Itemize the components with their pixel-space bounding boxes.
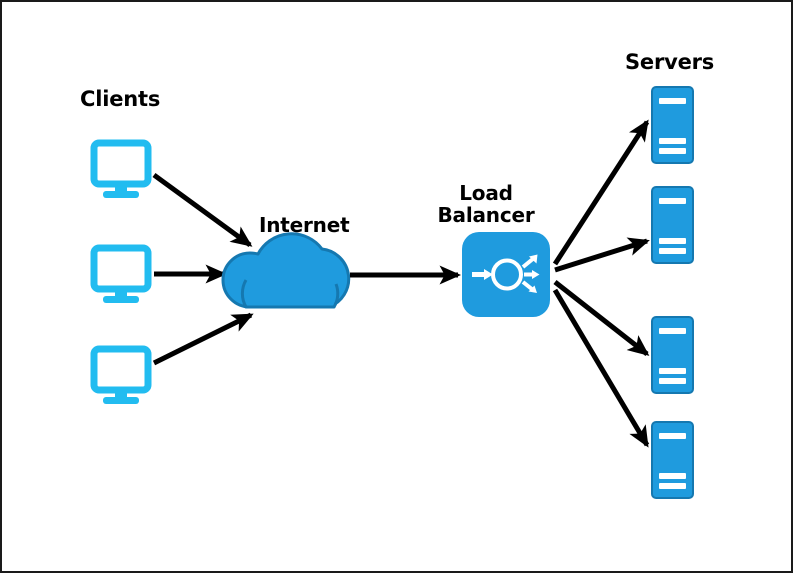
cloud-right-curve <box>332 283 340 308</box>
internet-cloud[interactable] <box>221 232 351 309</box>
load-balancer-outbound-arrows-icon <box>521 254 540 293</box>
arrow-client1-to-internet <box>152 172 253 248</box>
arrow-loadbalancer-to-server3 <box>553 280 650 356</box>
monitor-neck-icon <box>115 289 127 298</box>
arrow-client3-to-internet <box>152 312 254 366</box>
load-balancer-tile <box>462 232 550 317</box>
cloud-left-curve <box>240 279 248 308</box>
server-slot-icon <box>659 238 686 244</box>
cloud-body-fill <box>246 278 334 307</box>
server-slot-icon <box>659 198 686 204</box>
server-3[interactable] <box>651 316 694 394</box>
server-2[interactable] <box>651 186 694 264</box>
client-1[interactable] <box>90 139 152 198</box>
monitor-neck-icon <box>115 390 127 399</box>
arrow-loadbalancer-to-server4 <box>552 288 650 448</box>
load-balancer-inbound-arrow-icon <box>472 269 493 280</box>
monitor-neck-icon <box>115 184 127 193</box>
label-load-balancer-line1: Load <box>459 181 513 205</box>
monitor-screen-icon <box>90 139 152 188</box>
label-internet: Internet <box>259 213 350 237</box>
label-clients: Clients <box>80 87 161 111</box>
arrow-loadbalancer-to-server2 <box>554 237 650 273</box>
monitor-base-icon <box>103 191 139 198</box>
server-slot-icon <box>659 148 686 154</box>
monitor-base-icon <box>103 397 139 404</box>
label-servers: Servers <box>625 50 715 74</box>
load-balancer-ring-icon <box>491 258 523 291</box>
server-4[interactable] <box>651 421 694 499</box>
server-slot-icon <box>659 98 686 104</box>
client-3[interactable] <box>90 345 152 404</box>
monitor-screen-icon <box>90 244 152 293</box>
client-2[interactable] <box>90 244 152 303</box>
server-slot-icon <box>659 248 686 254</box>
label-load-balancer-line2: Balancer <box>437 203 535 228</box>
monitor-screen-icon <box>90 345 152 394</box>
arrow-loadbalancer-to-server1 <box>552 119 650 266</box>
load-balancer[interactable] <box>462 232 550 317</box>
server-1[interactable] <box>651 86 694 164</box>
server-slot-icon <box>659 138 686 144</box>
server-slot-icon <box>659 483 686 489</box>
server-slot-icon <box>659 473 686 479</box>
server-slot-icon <box>659 378 686 384</box>
server-slot-icon <box>659 328 686 334</box>
monitor-base-icon <box>103 296 139 303</box>
server-slot-icon <box>659 433 686 439</box>
server-slot-icon <box>659 368 686 374</box>
